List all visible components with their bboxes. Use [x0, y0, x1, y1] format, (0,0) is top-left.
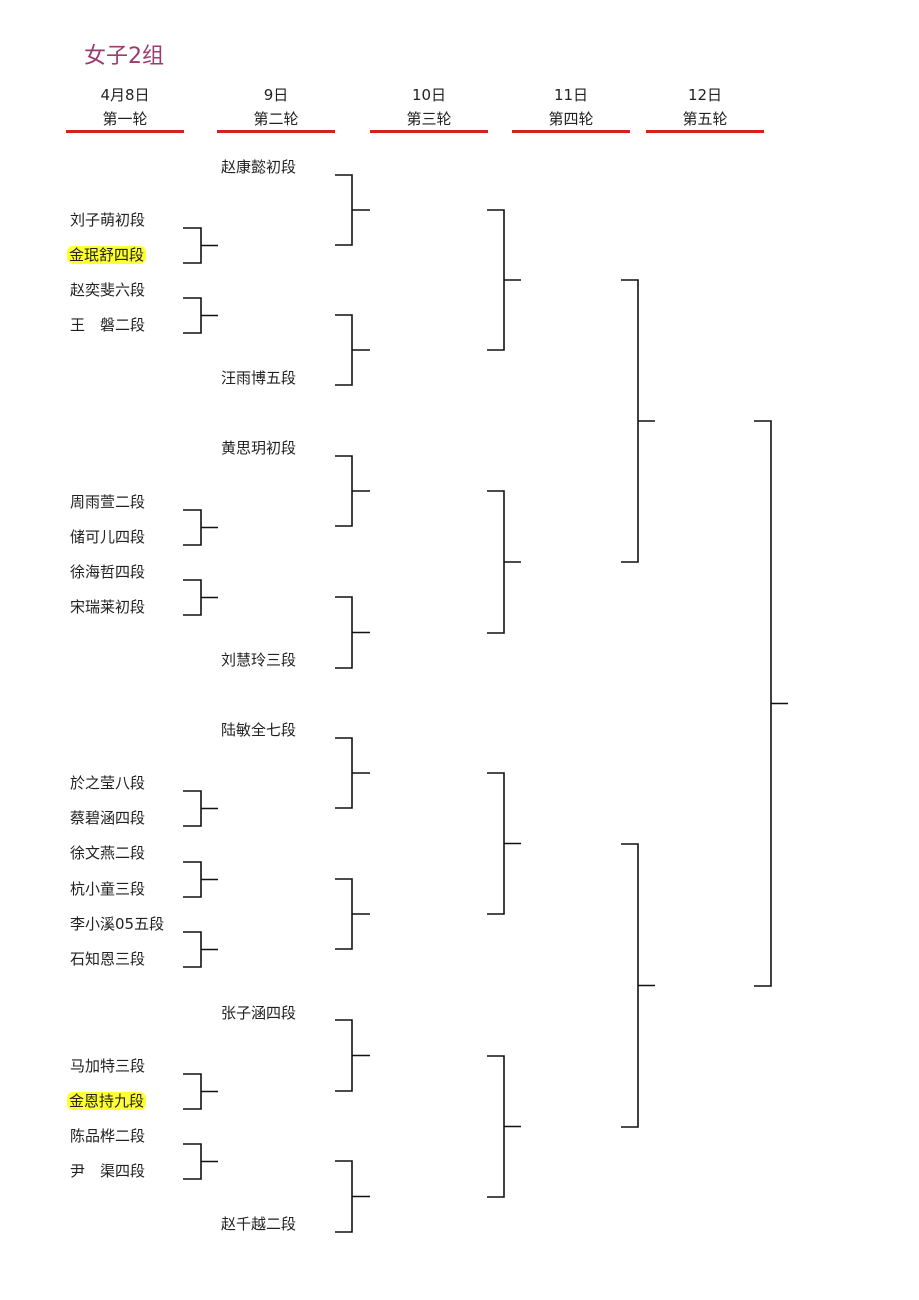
bracket-round1	[183, 790, 218, 827]
bracket-round1	[183, 297, 218, 334]
bracket-round2	[335, 737, 370, 809]
player-round1: 王 磐二段	[70, 315, 145, 335]
round-label: 第二轮	[217, 108, 335, 133]
player-round1: 杭小童三段	[70, 879, 145, 899]
round-date: 12日	[687, 86, 723, 104]
bracket-round1	[183, 227, 218, 264]
bracket-round1	[183, 579, 218, 616]
round-date: 9日	[263, 86, 289, 104]
bracket-round2	[335, 314, 370, 386]
bracket-round3	[487, 1055, 521, 1198]
player-name: 徐文燕二段	[70, 844, 146, 862]
player-round2: 张子涵四段	[221, 1004, 297, 1022]
bracket-round1	[183, 509, 218, 546]
round-header-2: 9日第二轮	[217, 84, 335, 133]
player-round1: 金珉舒四段	[67, 245, 147, 265]
round-header-3: 10日第三轮	[370, 84, 488, 133]
player-round2: 刘慧玲三段	[221, 651, 297, 669]
player-name: 蔡碧涵四段	[70, 809, 146, 827]
round-header-5: 12日第五轮	[646, 84, 764, 133]
bracket-round2	[335, 455, 370, 527]
player-name: 杭小童三段	[70, 880, 146, 898]
player-round1: 周雨萱二段	[70, 492, 145, 512]
player-name: 马加特三段	[70, 1057, 146, 1075]
page-title: 女子2组	[84, 44, 164, 69]
player-name: 赵奕斐六段	[70, 281, 146, 299]
round-label: 第四轮	[512, 108, 630, 133]
bracket-round5	[754, 420, 788, 987]
bracket-round2	[335, 174, 370, 246]
player-round1: 李小溪05五段	[70, 914, 164, 934]
player-name: 尹 渠四段	[70, 1162, 146, 1180]
player-round1: 刘子萌初段	[70, 210, 145, 230]
round-date: 10日	[411, 86, 447, 104]
player-name: 刘子萌初段	[70, 211, 146, 229]
player-round1: 石知恩三段	[70, 949, 145, 969]
bracket-round3	[487, 772, 521, 915]
bracket-round2	[335, 1160, 370, 1233]
bracket-round3	[487, 490, 521, 634]
bracket-round1	[183, 861, 218, 898]
round-date: 11日	[553, 86, 589, 104]
player-round1: 徐文燕二段	[70, 843, 145, 863]
bracket-round3	[487, 209, 521, 351]
player-name: 储可儿四段	[70, 528, 146, 546]
player-round1: 尹 渠四段	[70, 1161, 145, 1181]
round-label: 第五轮	[646, 108, 764, 133]
player-name: 金恩持九段	[67, 1092, 147, 1110]
player-name: 石知恩三段	[70, 950, 146, 968]
player-round1: 宋瑞莱初段	[70, 597, 145, 617]
player-round2: 黄思玥初段	[221, 439, 297, 457]
player-round2: 赵康懿初段	[221, 158, 297, 176]
player-name: 王 磐二段	[70, 316, 146, 334]
player-round1: 马加特三段	[70, 1056, 145, 1076]
bracket-round4	[621, 843, 655, 1128]
round-date: 4月8日	[100, 86, 150, 104]
player-round1: 金恩持九段	[67, 1091, 147, 1111]
player-name: 周雨萱二段	[70, 493, 146, 511]
player-round1: 於之莹八段	[70, 773, 145, 793]
player-name: 於之莹八段	[70, 774, 146, 792]
round-label: 第一轮	[66, 108, 184, 133]
bracket-round1	[183, 1143, 218, 1180]
player-round1: 蔡碧涵四段	[70, 808, 145, 828]
player-round1: 陈品桦二段	[70, 1126, 145, 1146]
bracket-round1	[183, 931, 218, 968]
bracket-round2	[335, 1019, 370, 1092]
bracket-round1	[183, 1073, 218, 1110]
bracket-round2	[335, 596, 370, 669]
player-round1: 赵奕斐六段	[70, 280, 145, 300]
bracket-round2	[335, 878, 370, 950]
round-header-4: 11日第四轮	[512, 84, 630, 133]
round-header-1: 4月8日第一轮	[66, 84, 184, 133]
bracket-round4	[621, 279, 655, 563]
player-round2: 赵千越二段	[221, 1215, 297, 1233]
player-round1: 储可儿四段	[70, 527, 145, 547]
player-name: 李小溪05五段	[70, 915, 165, 933]
player-name: 金珉舒四段	[67, 246, 147, 264]
player-name: 陈品桦二段	[70, 1127, 146, 1145]
player-name: 宋瑞莱初段	[70, 598, 146, 616]
player-round1: 徐海哲四段	[70, 562, 145, 582]
round-label: 第三轮	[370, 108, 488, 133]
player-round2: 陆敏全七段	[221, 721, 297, 739]
player-name: 徐海哲四段	[70, 563, 146, 581]
player-round2: 汪雨博五段	[221, 369, 297, 387]
